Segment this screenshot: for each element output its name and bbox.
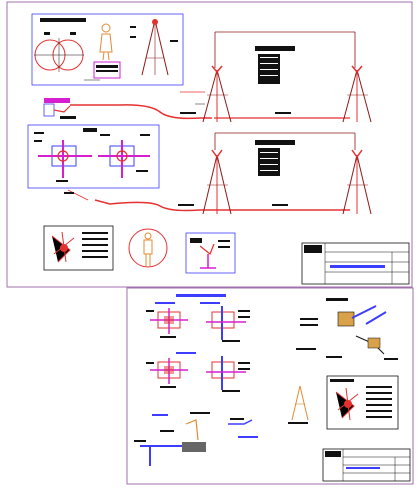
fitting-detail-1 — [146, 302, 188, 338]
tower-upper-right — [275, 65, 372, 123]
spec-table-lower — [255, 140, 295, 176]
spec-table-upper — [255, 46, 295, 84]
tower-upper-left — [180, 65, 232, 123]
upper-cable-run — [70, 31, 356, 120]
perspective-cable-detail — [296, 298, 398, 360]
lower-cable-run — [64, 132, 356, 212]
pipe-junction-detail-box — [27, 124, 160, 189]
grounding-detail-box-sheet2 — [326, 375, 399, 430]
title-block-top — [301, 242, 410, 285]
detail-circles-box — [31, 13, 184, 86]
tower-small-sheet2 — [288, 385, 309, 424]
title-block-bottom — [322, 448, 411, 482]
junction-detail-upper — [43, 98, 76, 119]
fitting-detail-3 — [146, 352, 196, 388]
fitting-detail-2 — [200, 302, 250, 342]
tower-lower-right — [272, 149, 372, 215]
anchor-detail-right — [228, 418, 258, 438]
tower-lower-left — [178, 149, 232, 215]
sheet-bottom-heading — [176, 294, 226, 297]
sheet-bottom-border — [126, 287, 414, 485]
sheet-top-border — [6, 1, 413, 288]
tower-base-detail-box — [185, 232, 236, 274]
person-circle-detail — [128, 228, 168, 268]
fitting-detail-4 — [206, 356, 250, 392]
grounding-detail-box — [43, 225, 114, 271]
anchor-detail-left — [134, 412, 210, 466]
